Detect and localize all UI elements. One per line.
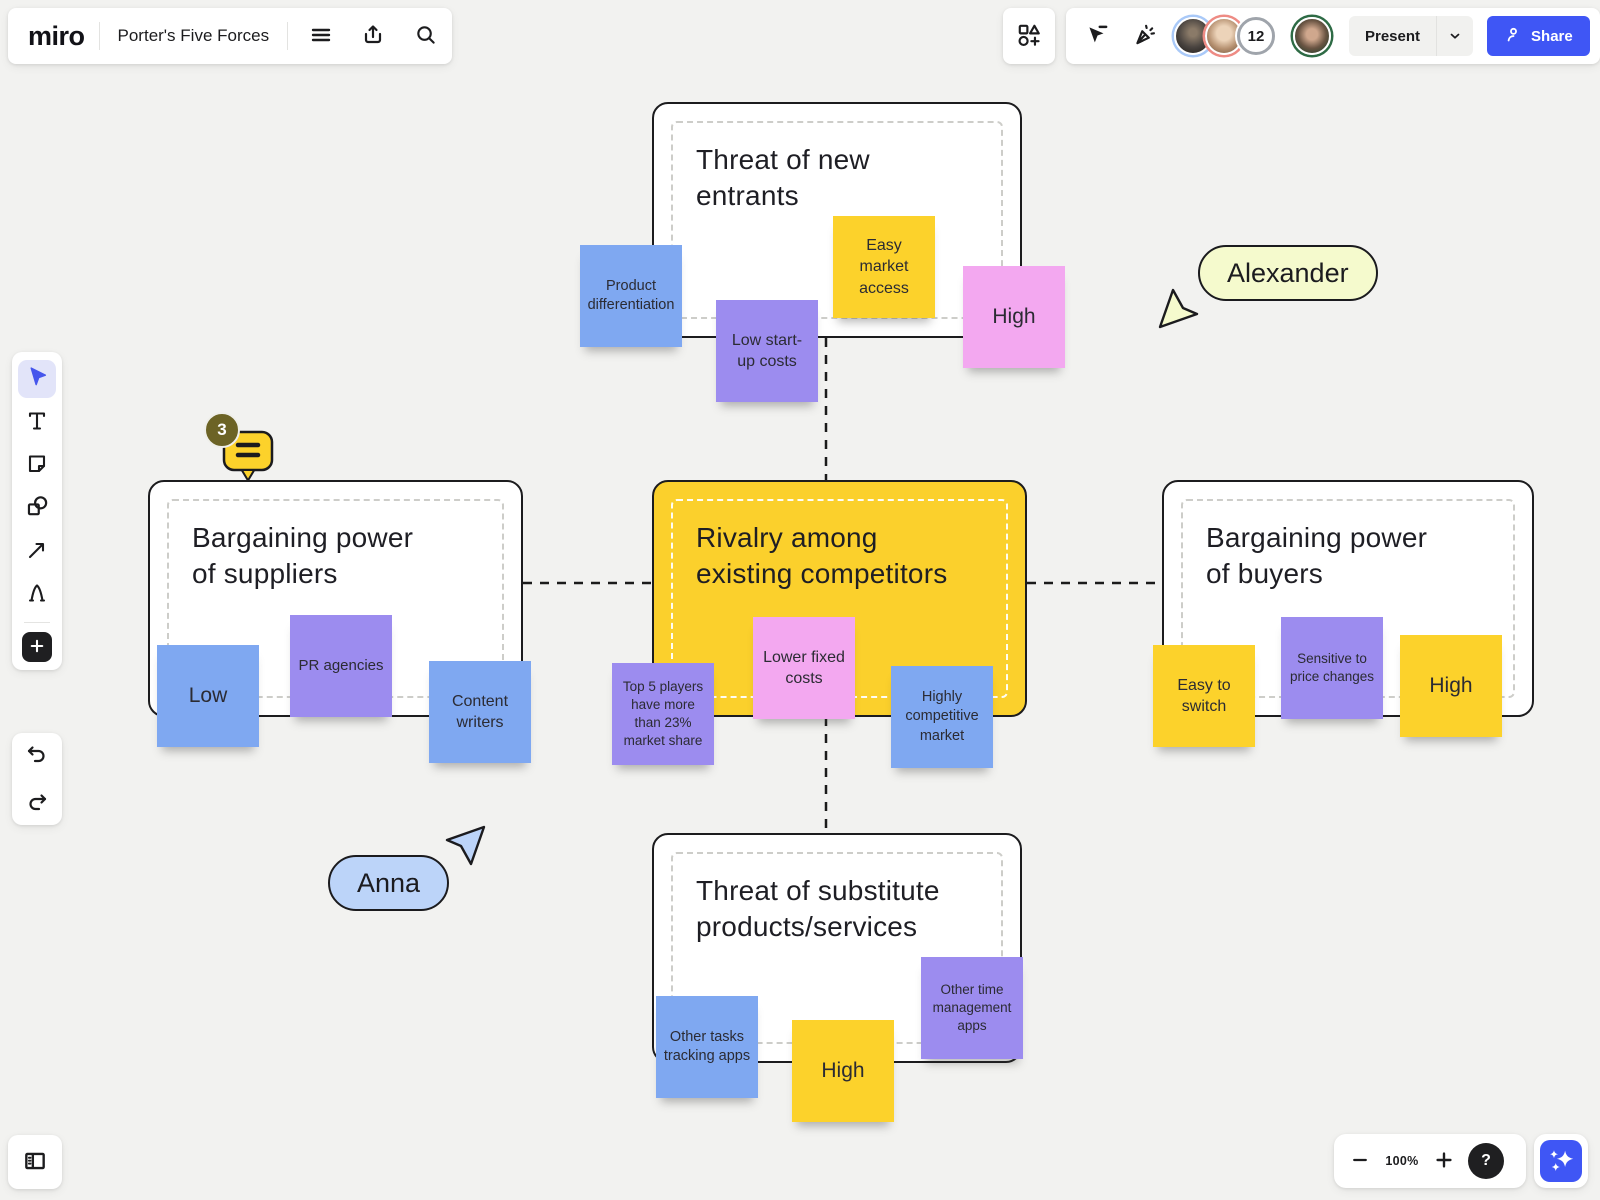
add-tools-button[interactable] bbox=[22, 632, 52, 662]
party-popper-icon bbox=[1132, 22, 1158, 51]
sticky-note-content-writers[interactable]: Content writers bbox=[429, 661, 531, 763]
person-icon bbox=[1504, 25, 1523, 48]
board-menu-button[interactable] bbox=[302, 17, 340, 55]
frame-title: Threat of substitute products/services bbox=[696, 875, 940, 943]
sticky-note-sensitive-to-price-changes[interactable]: Sensitive to price changes bbox=[1281, 617, 1383, 719]
divider bbox=[287, 22, 289, 50]
ai-assistant-card bbox=[1534, 1134, 1588, 1188]
arrow-icon bbox=[25, 538, 49, 565]
sticky-note-icon bbox=[25, 452, 49, 479]
divider bbox=[98, 22, 100, 50]
sticky-note-tool-button[interactable] bbox=[18, 446, 56, 484]
comment-count-badge: 3 bbox=[204, 412, 240, 448]
undo-icon bbox=[25, 742, 49, 769]
widgets-icon bbox=[1016, 22, 1042, 51]
widgets-panel bbox=[1003, 8, 1055, 64]
shapes-tool-button[interactable] bbox=[18, 489, 56, 527]
board-title[interactable]: Porter's Five Forces bbox=[117, 26, 270, 45]
pen-tool-button[interactable] bbox=[18, 575, 56, 613]
collaboration-bar: 12 Present Share bbox=[1066, 8, 1600, 64]
frame-dashed-area bbox=[671, 121, 1003, 319]
sticky-note-lower-fixed-costs[interactable]: Lower fixed costs bbox=[753, 617, 855, 719]
cursor-name-label: Alexander bbox=[1198, 245, 1378, 301]
shapes-icon bbox=[25, 494, 50, 522]
follow-cursor-button[interactable] bbox=[1078, 17, 1116, 55]
text-tool-button[interactable] bbox=[18, 403, 56, 441]
tool-palette bbox=[12, 352, 62, 670]
ai-assistant-button[interactable] bbox=[1540, 1140, 1582, 1182]
avatar-collaborator-2[interactable] bbox=[1205, 17, 1243, 55]
sticky-note-other-tasks-tracking-apps[interactable]: Other tasks tracking apps bbox=[656, 996, 758, 1098]
frame-title: Bargaining power of suppliers bbox=[192, 522, 414, 590]
search-icon bbox=[414, 23, 437, 49]
frames-panel-button[interactable] bbox=[16, 1143, 54, 1181]
chevron-down-icon[interactable] bbox=[1437, 29, 1473, 43]
sticky-note-low-start-up-costs[interactable]: Low start-up costs bbox=[716, 300, 818, 402]
text-icon bbox=[25, 409, 49, 436]
frame-title: Bargaining power of buyers bbox=[1206, 522, 1428, 590]
widgets-button[interactable] bbox=[1010, 17, 1048, 55]
comment-thread[interactable]: 3 bbox=[204, 412, 282, 494]
sticky-note-high[interactable]: High bbox=[1400, 635, 1502, 737]
present-button[interactable]: Present bbox=[1349, 16, 1474, 56]
sticky-note-low[interactable]: Low bbox=[157, 645, 259, 747]
zoom-level[interactable]: 100% bbox=[1385, 1154, 1419, 1168]
present-label: Present bbox=[1365, 27, 1421, 45]
reactions-button[interactable] bbox=[1126, 17, 1164, 55]
sticky-note-easy-to-switch[interactable]: Easy to switch bbox=[1153, 645, 1255, 747]
minus-icon bbox=[1350, 1150, 1370, 1173]
cursor-follow-icon bbox=[1084, 22, 1110, 51]
cursor-arrow-icon bbox=[1158, 288, 1200, 335]
export-button[interactable] bbox=[354, 17, 392, 55]
frame-title: Rivalry among existing competitors bbox=[696, 522, 948, 590]
zoom-controls: 100% ? bbox=[1334, 1134, 1526, 1188]
connector-tool-button[interactable] bbox=[18, 532, 56, 570]
sparkles-icon bbox=[1547, 1146, 1575, 1177]
search-button[interactable] bbox=[406, 17, 444, 55]
cursor-icon bbox=[25, 365, 50, 393]
export-icon bbox=[361, 23, 385, 50]
sticky-note-pr-agencies[interactable]: PR agencies bbox=[290, 615, 392, 717]
help-button[interactable]: ? bbox=[1468, 1143, 1504, 1179]
comment-bubble-icon bbox=[212, 430, 278, 492]
pen-icon bbox=[25, 581, 49, 608]
cursor-name-label: Anna bbox=[328, 855, 450, 911]
cursor-arrow-icon bbox=[444, 824, 486, 871]
zoom-out-button[interactable] bbox=[1348, 1142, 1372, 1180]
sticky-note-high[interactable]: High bbox=[963, 266, 1065, 368]
sticky-note-product-differentiation[interactable]: Product differentiation bbox=[580, 245, 682, 347]
avatar-stack[interactable]: 12 bbox=[1174, 17, 1275, 55]
sticky-note-easy-market-access[interactable]: Easy market access bbox=[833, 216, 935, 318]
sidebar-panel-icon bbox=[22, 1148, 48, 1177]
redo-button[interactable] bbox=[18, 784, 56, 822]
plus-icon bbox=[1433, 1149, 1455, 1174]
collaborator-count-badge[interactable]: 12 bbox=[1237, 17, 1275, 55]
divider bbox=[24, 622, 50, 623]
frames-panel-card bbox=[8, 1135, 62, 1189]
board-header: miro Porter's Five Forces bbox=[8, 8, 453, 64]
share-button[interactable]: Share bbox=[1487, 16, 1590, 56]
sticky-note-other-time-management-apps[interactable]: Other time management apps bbox=[921, 957, 1023, 1059]
zoom-in-button[interactable] bbox=[1432, 1142, 1456, 1180]
miro-logo[interactable]: miro bbox=[28, 20, 85, 51]
avatar-collaborator-3[interactable] bbox=[1293, 17, 1331, 55]
menu-icon bbox=[309, 23, 333, 50]
plus-icon bbox=[28, 637, 46, 658]
share-label: Share bbox=[1531, 27, 1573, 45]
sticky-note-high[interactable]: High bbox=[792, 1020, 894, 1122]
select-tool-button[interactable] bbox=[18, 360, 56, 398]
frame-title: Threat of new entrants bbox=[696, 144, 870, 212]
redo-icon bbox=[25, 790, 49, 817]
sticky-note-highly-competitive-market[interactable]: Highly competitive market bbox=[891, 666, 993, 768]
sticky-note-top-5-players-have-more-than-23-ma[interactable]: Top 5 players have more than 23% market … bbox=[612, 663, 714, 765]
history-bar bbox=[12, 733, 62, 825]
undo-button[interactable] bbox=[18, 736, 56, 774]
divider bbox=[1436, 16, 1438, 56]
